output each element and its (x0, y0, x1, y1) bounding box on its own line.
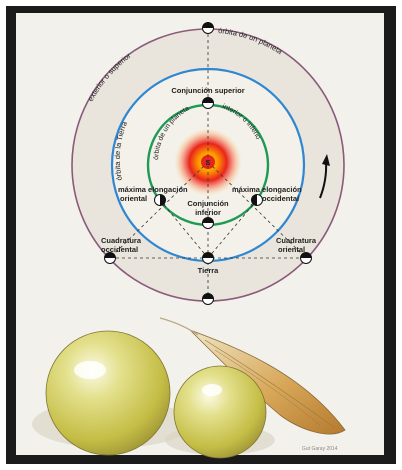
conjuncion-superior-label: Conjunción superior (171, 86, 244, 95)
conjuncion-inferior-label-2: inferior (195, 208, 221, 217)
conjuncion-superior-planet (203, 98, 214, 109)
outer-top-planet (203, 23, 214, 34)
max-elong-occidental-planet (252, 195, 263, 206)
cuadratura-oriental-label-2: oriental (278, 245, 305, 254)
conjuncion-inferior-planet (203, 218, 214, 229)
conjuncion-inferior-label-1: Conjunción (187, 199, 229, 208)
max-elong-oriental-label-1: máxima elongación (118, 185, 188, 194)
cuadratura-oriental-label-1: Cuadratura (276, 236, 317, 245)
still-life-illustration (32, 318, 345, 458)
max-elong-occidental-label-1: máxima elongación (232, 185, 302, 194)
artist-signature: Gut Garay 2014 (302, 446, 338, 452)
earth-planet (203, 253, 214, 264)
tierra-label: Tierra (198, 266, 220, 275)
max-elong-oriental-label-2: oriental (120, 194, 147, 203)
max-elong-oriental-planet (155, 195, 166, 206)
cuadratura-occidental-planet (105, 253, 116, 264)
cuadratura-occidental-label-1: Cuadratura (101, 236, 142, 245)
cuadratura-oriental-planet (301, 253, 312, 264)
outer-bottom-planet (203, 294, 214, 305)
cuadratura-occidental-label-2: occidental (101, 245, 138, 254)
max-elong-occidental-label-2: occidental (262, 194, 299, 203)
